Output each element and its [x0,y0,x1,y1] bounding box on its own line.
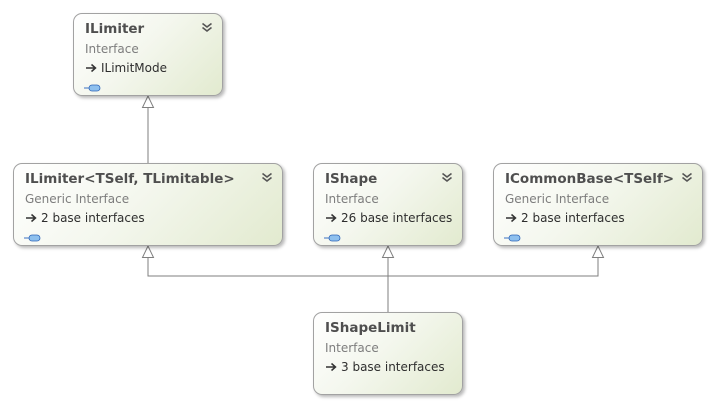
inheritance-arrow-icon [326,213,337,223]
double-chevron-down-icon[interactable] [201,22,213,33]
node-ilimiter-kind: Interface [85,42,139,56]
interface-lollipop-icon [24,234,41,242]
inheritance-arrow-icon [506,213,517,223]
edge-ilimitergeneric-to-ilimiter-head [141,94,155,108]
node-ilimiter-base-label: ILimitMode [101,61,167,75]
edge-ishapelimit-to-icommonbase [388,258,599,277]
node-icommonbase-name: ICommonBase<TSelf> [505,171,675,187]
double-chevron-down-icon[interactable] [261,172,273,183]
inheritance-arrow-icon [26,213,37,223]
node-ilimiter-generic-base-label: 2 base interfaces [41,211,145,225]
node-ishapelimit-base-label: 3 base interfaces [341,360,445,374]
node-ishape-base-label: 26 base interfaces [341,211,453,225]
node-ilimiter-generic-name: ILimiter<TSelf, TLimitable> [25,171,235,187]
edge-ishapelimit-to-icommonbase-head [591,244,605,258]
edge-ishapelimit-to-ilimitergeneric-head [141,244,155,258]
inheritance-arrow-icon [326,362,337,372]
double-chevron-down-icon[interactable] [681,172,693,183]
inheritance-arrow-icon [86,63,97,73]
edge-ishapelimit-to-ilimitergeneric [147,258,388,277]
node-ishapelimit-kind: Interface [325,341,379,355]
node-ishapelimit-base: 3 base interfaces [325,360,445,374]
node-ishapelimit-name: IShapeLimit [325,320,416,336]
node-icommonbase-base-label: 2 base interfaces [521,211,625,225]
node-icommonbase[interactable]: ICommonBase<TSelf> Generic Interface 2 b… [493,163,703,246]
edge-ishapelimit-to-ishape-head [381,244,395,258]
node-ilimiter-generic-kind: Generic Interface [25,192,130,206]
node-ishape-base: 26 base interfaces [325,211,452,225]
interface-lollipop-icon [504,234,521,242]
node-ishape-name: IShape [325,171,378,187]
interface-lollipop-icon [84,84,101,92]
double-chevron-down-icon[interactable] [441,172,453,183]
node-icommonbase-kind: Generic Interface [505,192,610,206]
interface-lollipop-icon [324,234,341,242]
node-ishape-kind: Interface [325,192,379,206]
node-icommonbase-base: 2 base interfaces [505,211,625,225]
node-ishapelimit[interactable]: IShapeLimit Interface 3 base interfaces [313,312,463,395]
node-ilimiter[interactable]: ILimiter Interface ILimitMode [73,13,223,96]
node-ilimiter-name: ILimiter [85,21,145,37]
node-ilimiter-generic-base: 2 base interfaces [25,211,145,225]
node-ilimiter-base: ILimitMode [85,61,167,75]
node-ishape[interactable]: IShape Interface 26 base interfaces [313,163,463,246]
node-ilimiter-generic[interactable]: ILimiter<TSelf, TLimitable> Generic Inte… [13,163,283,246]
